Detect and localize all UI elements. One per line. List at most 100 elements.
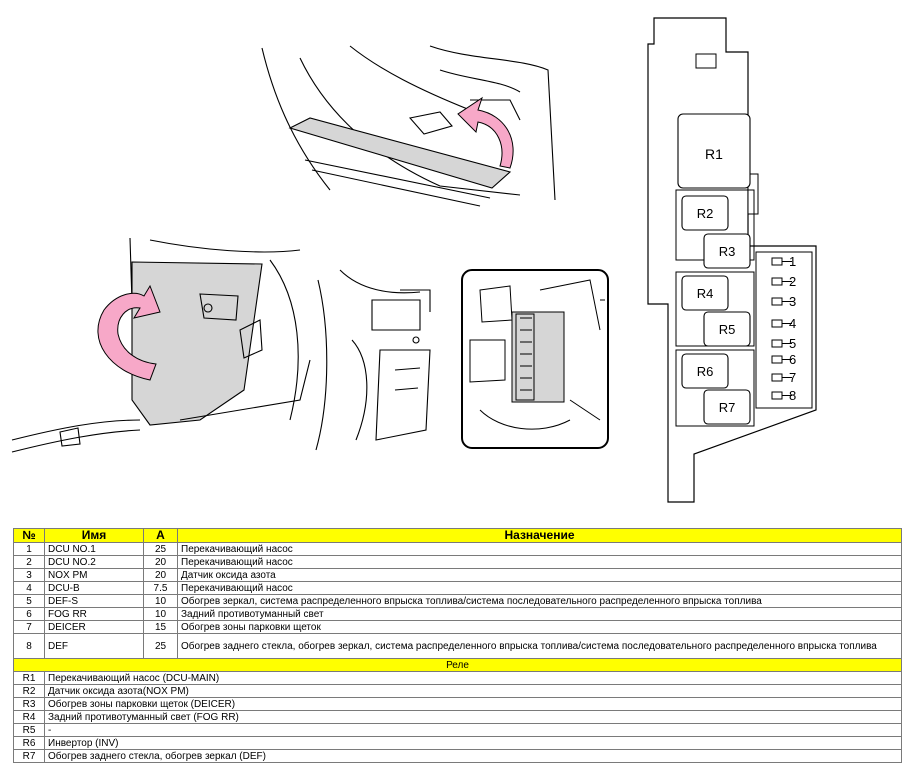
fuse-slot-8: 8 [771, 388, 796, 403]
table-row: R6 Инвертор (INV) [13, 736, 902, 750]
relay-r4-label: R4 [697, 286, 714, 301]
relay-purpose: Инвертор (INV) [44, 736, 902, 750]
relay-r5 [703, 311, 751, 347]
fuse-name: DEICER [44, 620, 144, 634]
relay-r3-label: R3 [719, 244, 736, 259]
header-name: Имя [44, 528, 144, 543]
relay-section-header: Реле [13, 658, 902, 672]
fuse-slot-6: 6 [771, 352, 796, 367]
table-row: R5 - [13, 723, 902, 737]
fuse-purpose: Обогрев зеркал, система распределенного … [177, 594, 902, 608]
table-row: 6 FOG RR 10 Задний противотуманный свет [13, 607, 902, 621]
relay-section-title: Реле [13, 658, 902, 672]
table-row: 8 DEF 25 Обогрев заднего стекла, обогрев… [13, 633, 902, 659]
fuse-purpose: Перекачивающий насос [177, 581, 902, 595]
fuse-amp: 10 [143, 607, 178, 621]
svg-text:3: 3 [789, 294, 796, 309]
table-row: 5 DEF-S 10 Обогрев зеркал, система распр… [13, 594, 902, 608]
relay-r2 [681, 195, 729, 231]
relay-purpose: Перекачивающий насос (DCU-MAIN) [44, 671, 902, 685]
svg-text:8: 8 [789, 388, 796, 403]
relay-id: R6 [13, 736, 45, 750]
relay-purpose: Датчик оксида азота(NOX PM) [44, 684, 902, 698]
relay-r3 [703, 233, 751, 269]
header-amp: А [143, 528, 178, 543]
fuse-amp: 7.5 [143, 581, 178, 595]
fuse-box-diagram: R1 R2 R3 R4 R5 R6 R7 1 2 3 4 5 6 [647, 17, 817, 503]
table-row: R2 Датчик оксида азота(NOX PM) [13, 684, 902, 698]
fuse-name: DEF [44, 633, 144, 659]
relay-purpose: Обогрев заднего стекла, обогрев зеркал (… [44, 749, 902, 763]
fuse-slot-3: 3 [771, 294, 796, 309]
svg-text:7: 7 [789, 370, 796, 385]
svg-text:2: 2 [789, 274, 796, 289]
table-row: 4 DCU-B 7.5 Перекачивающий насос [13, 581, 902, 595]
fuse-amp: 25 [143, 633, 178, 659]
fuse-relay-table: № Имя А Назначение 1 DCU NO.1 25 Перекач… [13, 528, 902, 763]
relay-r7 [703, 389, 751, 425]
relay-r4 [681, 275, 729, 311]
relay-r5-label: R5 [719, 322, 736, 337]
svg-text:6: 6 [789, 352, 796, 367]
kick-panel-illustration [11, 237, 311, 453]
fuse-name: DCU-B [44, 581, 144, 595]
relay-id: R1 [13, 671, 45, 685]
table-row: 7 DEICER 15 Обогрев зоны парковки щеток [13, 620, 902, 634]
svg-text:1: 1 [789, 254, 796, 269]
fuse-purpose: Обогрев зоны парковки щеток [177, 620, 902, 634]
fuse-num: 5 [13, 594, 45, 608]
relay-block-closeup [469, 279, 601, 430]
fuse-name: FOG RR [44, 607, 144, 621]
table-row: R7 Обогрев заднего стекла, обогрев зерка… [13, 749, 902, 763]
relay-purpose: - [44, 723, 902, 737]
relay-id: R4 [13, 710, 45, 724]
fuse-name: DCU NO.1 [44, 542, 144, 556]
fuse-num: 4 [13, 581, 45, 595]
relay-r7-label: R7 [719, 400, 736, 415]
removal-arrow-left [97, 284, 161, 381]
fuse-slot-2: 2 [771, 274, 796, 289]
fuse-purpose: Перекачивающий насос [177, 555, 902, 569]
removal-arrow-top [457, 96, 514, 169]
fuse-num: 1 [13, 542, 45, 556]
relay-r6 [681, 353, 729, 389]
fuse-num: 3 [13, 568, 45, 582]
table-row: 1 DCU NO.1 25 Перекачивающий насос [13, 542, 902, 556]
table-row: R3 Обогрев зоны парковки щеток (DEICER) [13, 697, 902, 711]
relay-r2-label: R2 [697, 206, 714, 221]
fuse-amp: 10 [143, 594, 178, 608]
fuse-amp: 25 [143, 542, 178, 556]
svg-text:5: 5 [789, 336, 796, 351]
relay-id: R3 [13, 697, 45, 711]
fuse-slot-4: 4 [771, 316, 796, 331]
fuse-name: DEF-S [44, 594, 144, 608]
relay-r1 [677, 113, 751, 189]
fuse-purpose: Датчик оксида азота [177, 568, 902, 582]
header-purpose: Назначение [177, 528, 902, 543]
relay-purpose: Обогрев зоны парковки щеток (DEICER) [44, 697, 902, 711]
relay-r6-label: R6 [697, 364, 714, 379]
fuse-purpose: Обогрев заднего стекла, обогрев зеркал, … [177, 633, 902, 659]
table-row: R4 Задний противотуманный свет (FOG RR) [13, 710, 902, 724]
fuse-purpose: Задний противотуманный свет [177, 607, 902, 621]
relay-id: R5 [13, 723, 45, 737]
fuse-slot-1: 1 [771, 254, 796, 269]
fuse-num: 7 [13, 620, 45, 634]
relay-purpose: Задний противотуманный свет (FOG RR) [44, 710, 902, 724]
fuse-amp: 20 [143, 555, 178, 569]
installation-illustrations [11, 45, 609, 453]
fuse-slot-7: 7 [771, 370, 796, 385]
fuse-amp: 20 [143, 568, 178, 582]
fuse-slot-5: 5 [771, 336, 796, 351]
sill-plate-illustration [261, 45, 556, 207]
table-row: 3 NOX PM 20 Датчик оксида азота [13, 568, 902, 582]
table-header-row: № Имя А Назначение [13, 528, 902, 543]
fuse-num: 8 [13, 633, 45, 659]
fuse-name: NOX PM [44, 568, 144, 582]
table-row: R1 Перекачивающий насос (DCU-MAIN) [13, 671, 902, 685]
fuse-num: 6 [13, 607, 45, 621]
header-num: № [13, 528, 45, 543]
fuse-amp: 15 [143, 620, 178, 634]
relay-id: R2 [13, 684, 45, 698]
relay-id: R7 [13, 749, 45, 763]
